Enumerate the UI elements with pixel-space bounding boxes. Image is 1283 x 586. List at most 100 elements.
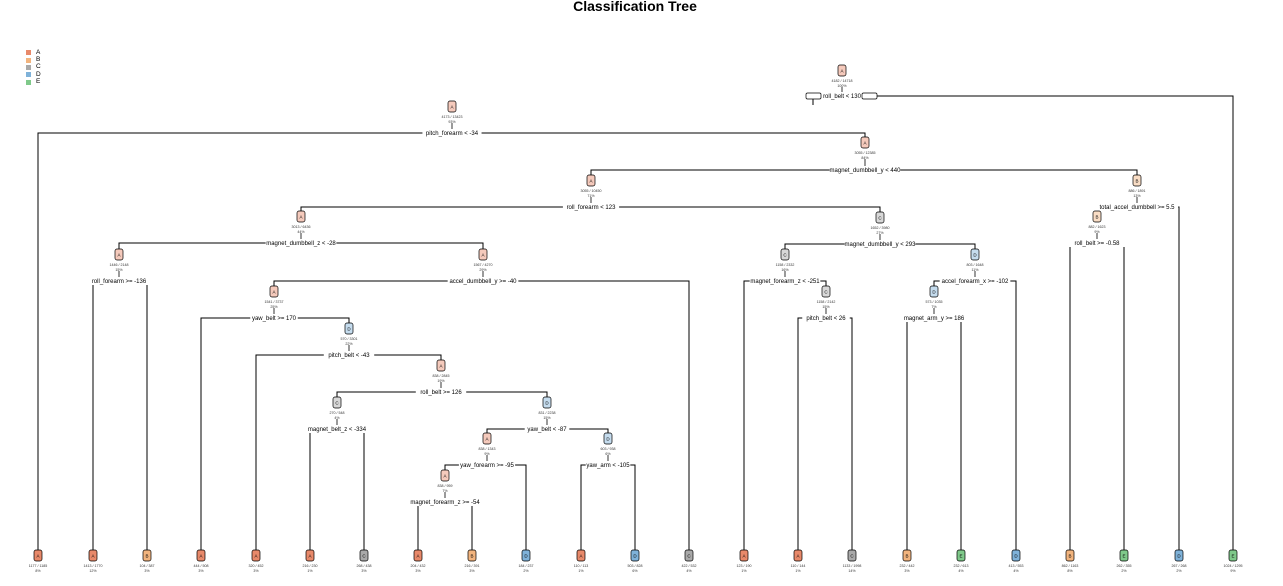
leaf-class-label: B	[470, 554, 473, 559]
node-class-label: A	[863, 141, 866, 146]
node-box	[1132, 174, 1142, 187]
node-counts: 573 / 1035	[926, 300, 943, 304]
leaf-class-label: B	[1068, 554, 1071, 559]
node-box	[344, 322, 354, 335]
split-label: yaw_belt < -87	[527, 427, 567, 433]
node-class-label: A	[589, 179, 592, 184]
node-box	[837, 64, 847, 77]
leaf-class-label: D	[524, 554, 528, 559]
split-label-bg	[904, 314, 964, 322]
split-label-bg	[306, 425, 368, 433]
split-label-bg	[265, 239, 337, 247]
node-class-label: A	[485, 437, 488, 442]
legend-entry: D	[26, 71, 41, 78]
legend-entry: A	[26, 49, 41, 56]
split-label-bg	[818, 92, 866, 100]
leaf-class-label: D	[1177, 554, 1181, 559]
split-label: total_accel_dumbbell >= 5.5	[1099, 205, 1175, 211]
node-class-label: C	[335, 401, 339, 406]
leaf-percent: 1%	[307, 569, 313, 573]
legend: A B C D E	[26, 49, 41, 86]
node-percent: 15%	[543, 416, 551, 420]
leaf-percent: 1%	[578, 569, 584, 573]
leaf-counts: 123 / 190	[737, 564, 752, 568]
leaf-box	[1065, 549, 1075, 562]
leaf-counts: 110 / 144	[791, 564, 806, 568]
split-label: roll_forearm < 123	[567, 205, 617, 211]
leaf-box	[956, 549, 966, 562]
node-class-label: A	[117, 253, 120, 258]
leaf-percent: 3%	[904, 569, 910, 573]
node-counts: 886 / 1891	[1129, 189, 1146, 193]
node-percent: 6%	[605, 452, 611, 456]
split-label-bg	[250, 314, 298, 322]
split-label: magnet_dumbbell_y < 440	[830, 168, 902, 174]
split-label-bg	[802, 314, 850, 322]
split-label: pitch_belt < -43	[328, 353, 370, 359]
split-label-bg	[585, 461, 631, 469]
leaf-counts: 267 / 268	[1172, 564, 1187, 568]
legend-label: C	[36, 63, 41, 71]
leaf-counts: 232 / 442	[900, 564, 915, 568]
leaf-box	[359, 549, 369, 562]
node-class-label: D	[973, 253, 977, 258]
node-box	[114, 248, 124, 261]
node-box	[860, 136, 870, 149]
leaf-class-label: A	[199, 554, 202, 559]
legend-swatch	[26, 50, 31, 56]
node-percent: 44%	[297, 230, 305, 234]
node-box	[269, 285, 279, 298]
node-class-label: A	[299, 215, 302, 220]
node-class-label: C	[878, 216, 882, 221]
split-label: yaw_arm < -105	[586, 463, 630, 469]
leaf-class-label: B	[905, 554, 908, 559]
legend-swatch	[26, 64, 31, 70]
node-class-label: D	[545, 401, 549, 406]
split-label-bg	[844, 240, 916, 248]
node-class-label: A	[443, 474, 446, 479]
leaf-percent: 2%	[1121, 569, 1127, 573]
split-label-bg	[1068, 239, 1126, 247]
leaf-counts: 184 / 237	[519, 564, 534, 568]
leaf-counts: 320 / 452	[249, 564, 264, 568]
split-label: roll_belt >= 126	[420, 390, 462, 396]
leaf-percent: 8%	[1067, 569, 1073, 573]
leaf-box	[88, 549, 98, 562]
no-tag	[861, 92, 878, 100]
node-box	[332, 396, 342, 409]
leaf-box	[467, 549, 477, 562]
split-label: roll_forearm >= -136	[92, 279, 147, 285]
node-class-label: A	[272, 290, 275, 295]
leaf-box	[902, 549, 912, 562]
node-percent: 19%	[437, 379, 445, 383]
leaf-box	[1011, 549, 1021, 562]
leaf-percent: 4%	[958, 569, 964, 573]
legend-label: D	[36, 70, 41, 78]
node-percent: 11%	[972, 268, 980, 272]
node-counts: 1652 / 3980	[871, 226, 890, 230]
node-counts: 570 / 3301	[341, 337, 358, 341]
leaf-percent: 8%	[35, 569, 41, 573]
split-label: roll_belt >= -0.58	[1074, 241, 1120, 247]
leaf-box	[196, 549, 206, 562]
leaf-class-label: C	[362, 554, 366, 559]
split-label: accel_dumbbell_y >= -40	[449, 279, 517, 285]
node-percent: 100%	[837, 84, 847, 88]
node-percent: 29%	[479, 268, 487, 272]
node-counts: 3013 / 6436	[292, 225, 311, 229]
node-counts: 1541 / 3737	[265, 300, 284, 304]
split-label: magnet_forearm_z >= -54	[410, 500, 480, 506]
node-counts: 1567 / 4270	[474, 263, 493, 267]
leaf-box	[793, 549, 803, 562]
node-counts: 838 / 959	[438, 484, 453, 488]
legend-entry: C	[26, 64, 41, 71]
leaf-box	[630, 549, 640, 562]
node-counts: 4182 / 14718	[832, 79, 853, 83]
legend-swatch	[26, 57, 31, 63]
legend-entry: B	[26, 56, 41, 63]
split-label: pitch_belt < 26	[806, 316, 846, 322]
node-counts: 803 / 1648	[967, 263, 984, 267]
leaf-class-label: A	[796, 554, 799, 559]
leaf-class-label: A	[742, 554, 745, 559]
